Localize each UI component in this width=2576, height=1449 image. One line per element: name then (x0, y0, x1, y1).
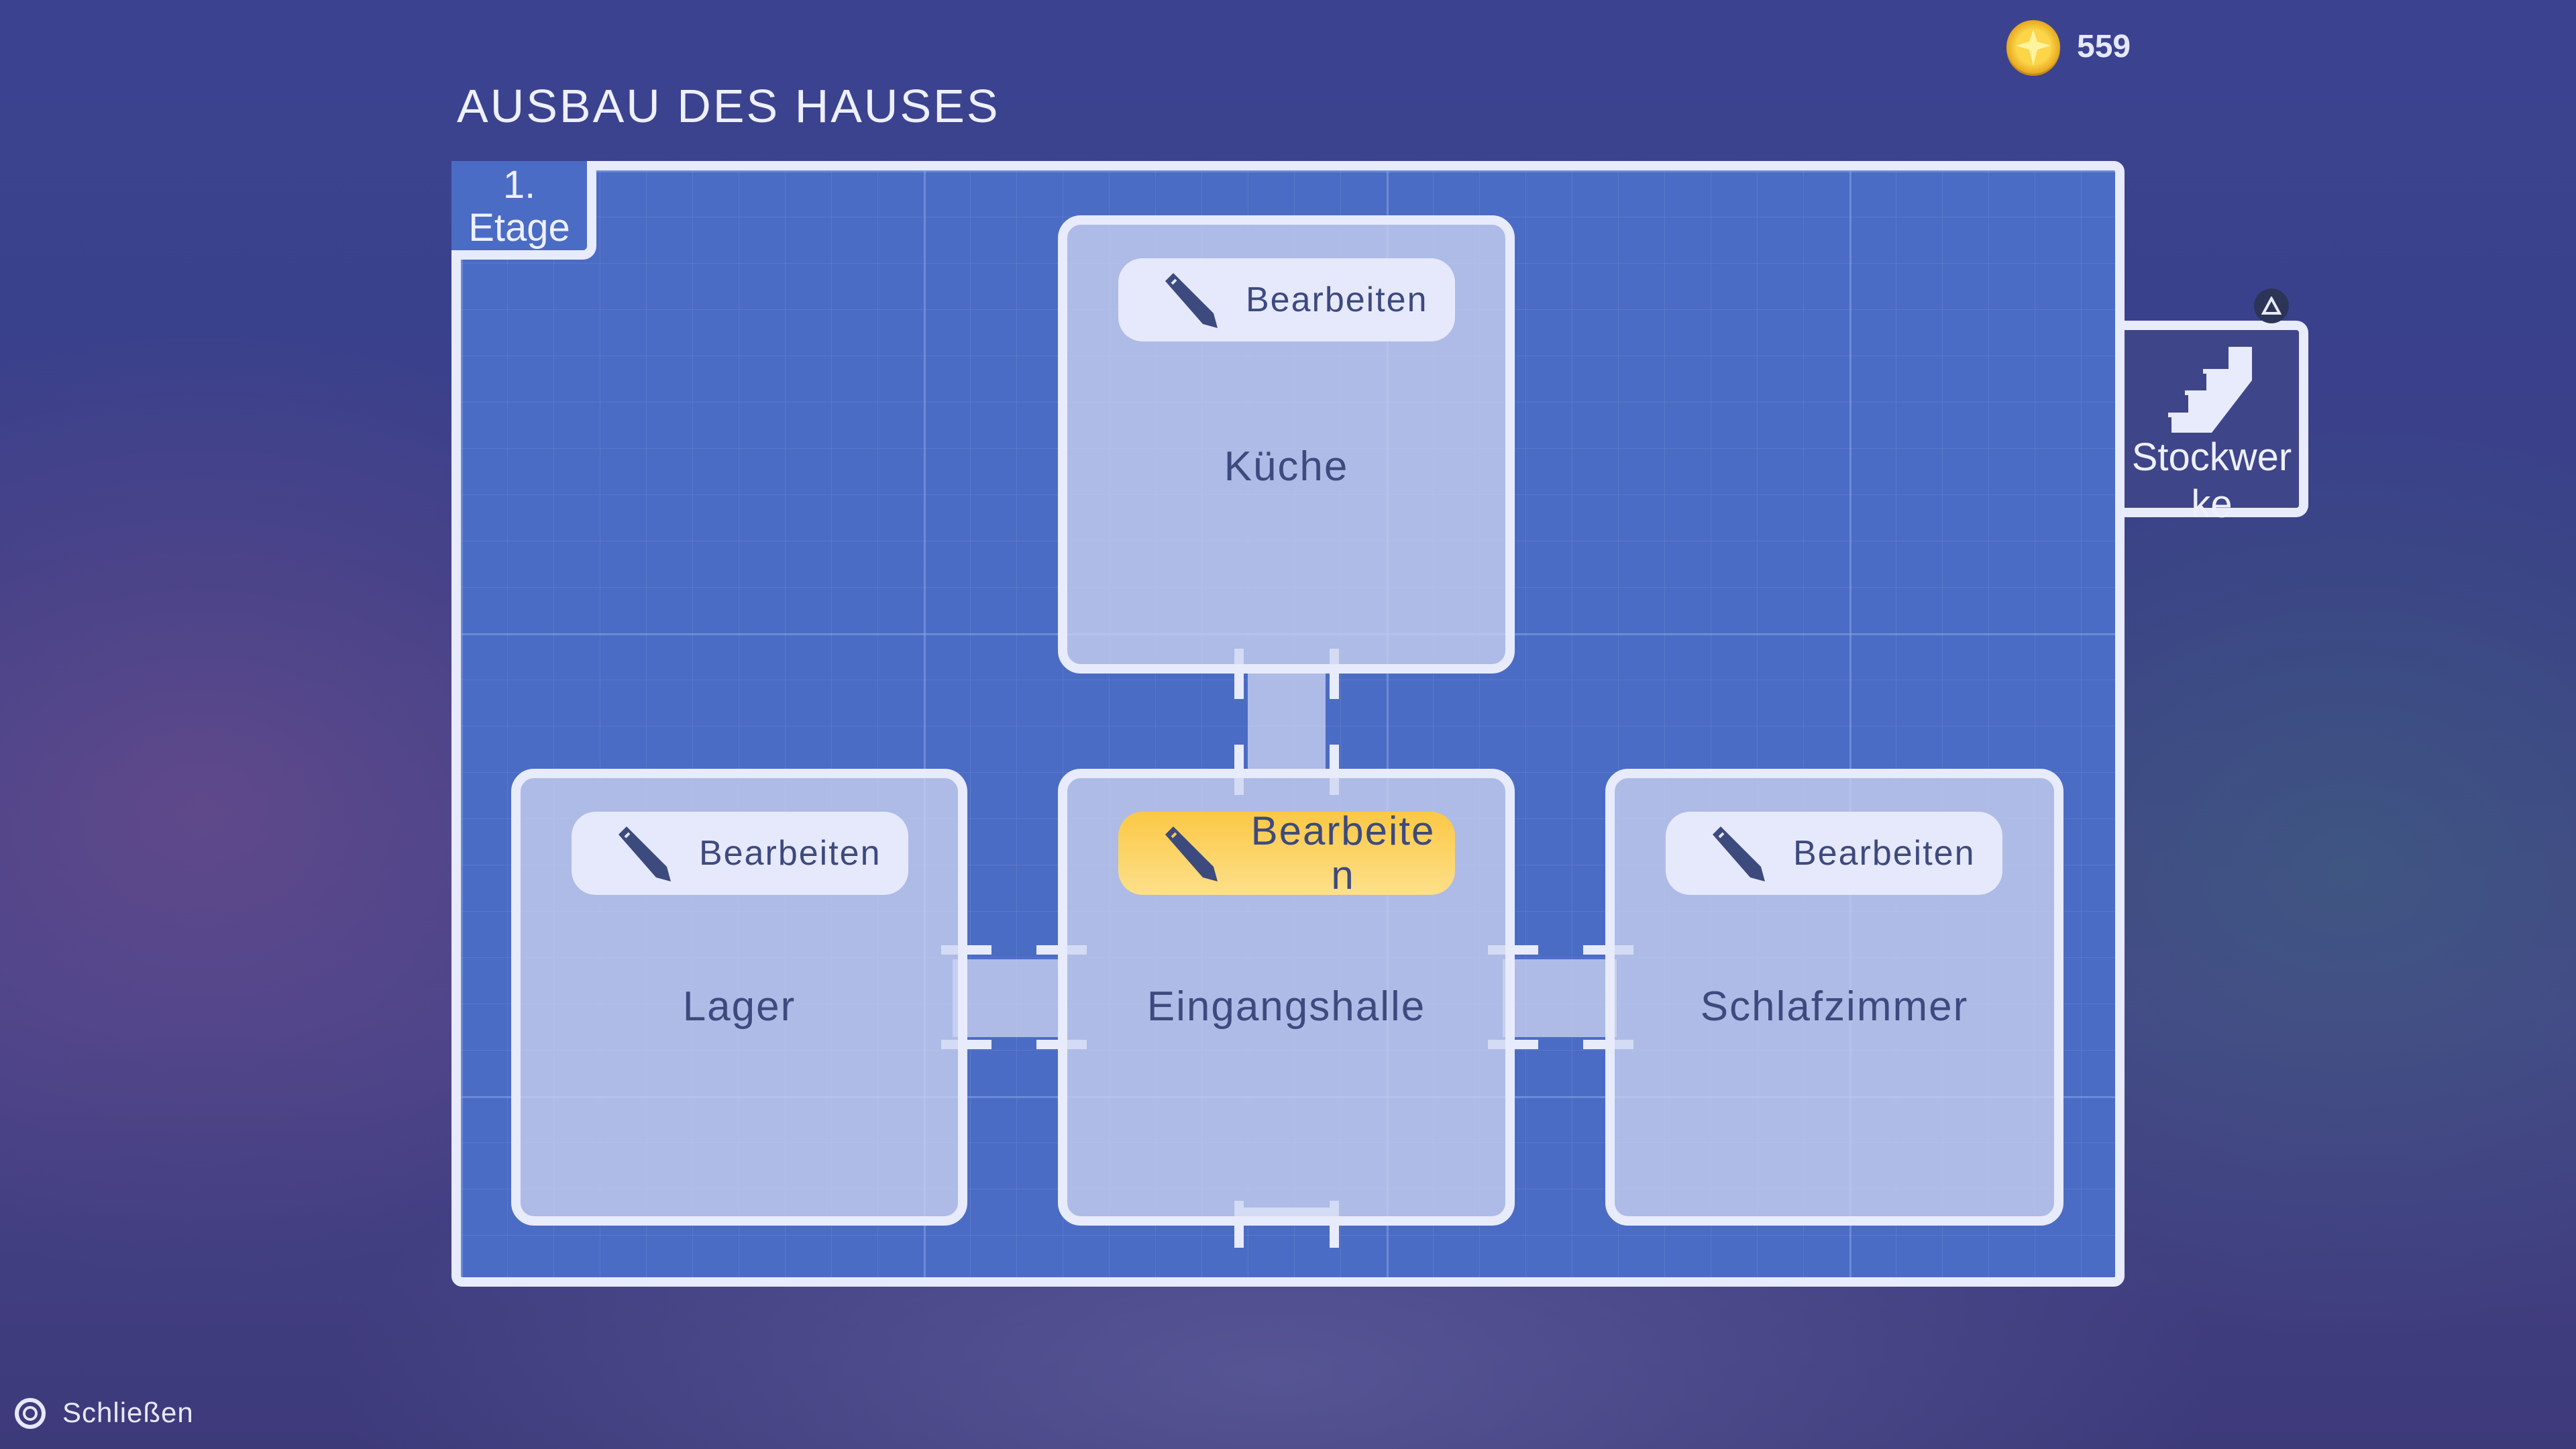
room-schlafzimmer[interactable]: Bearbeiten Schlafzimmer (1605, 769, 2063, 1226)
edit-button[interactable]: Bearbeiten (572, 812, 908, 895)
pencil-icon (1165, 826, 1218, 881)
triangle-button-icon (2254, 288, 2289, 323)
room-kueche[interactable]: Bearbeiten Küche (1058, 215, 1515, 674)
edit-button[interactable]: Bearbeiten (1666, 812, 2002, 895)
currency-amount: 559 (2077, 29, 2131, 64)
room-name: Küche (1224, 443, 1349, 490)
circle-button-icon[interactable] (15, 1398, 46, 1429)
floors-label: Stockwerke (2131, 435, 2292, 526)
page-title: AUSBAU DES HAUSES (457, 80, 1000, 132)
room-name: Eingangshalle (1146, 983, 1426, 1030)
pencil-icon (619, 826, 671, 881)
edit-button-selected[interactable]: Bearbeiten (1118, 809, 1455, 898)
star-coin-icon (2006, 20, 2060, 74)
floor-tab[interactable]: 1. Etage (451, 161, 596, 260)
room-lager[interactable]: Bearbeiten Lager (511, 769, 967, 1226)
doorway-eingang-schlafzimmer (1503, 959, 1617, 1037)
edit-button[interactable]: Bearbeiten (1118, 258, 1455, 341)
stairs-icon (2168, 347, 2252, 433)
doorway-kueche-eingang (1248, 664, 1326, 778)
room-name: Lager (682, 983, 796, 1030)
pencil-icon (1713, 826, 1765, 881)
pencil-icon (1165, 273, 1218, 328)
close-label[interactable]: Schließen (62, 1397, 194, 1428)
room-eingangshalle[interactable]: Bearbeiten Eingangshalle (1058, 769, 1515, 1226)
floors-button[interactable]: Stockwerke (2125, 321, 2308, 526)
doorway-lager-eingang (953, 959, 1067, 1037)
room-name: Schlafzimmer (1700, 983, 1969, 1030)
